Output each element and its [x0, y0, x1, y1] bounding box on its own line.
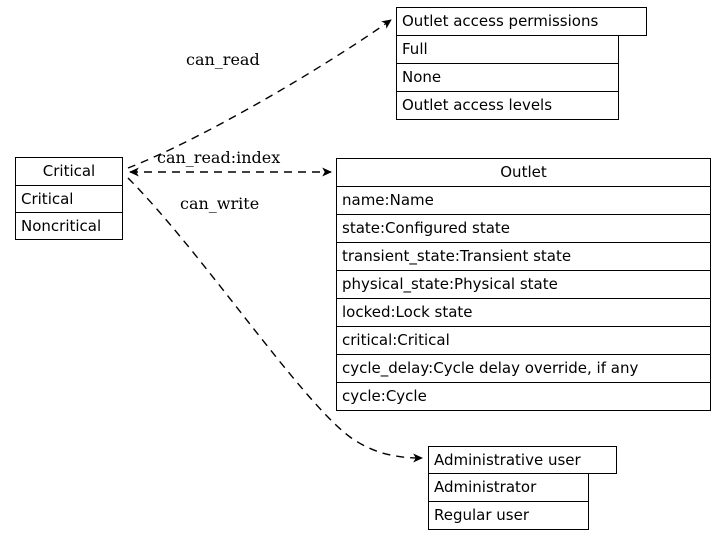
edge-label-can-write: can_write — [180, 194, 260, 213]
edge-label-can-read: can_read — [186, 50, 260, 69]
class-row: state:Configured state — [336, 214, 711, 243]
class-row: cycle:Cycle — [336, 382, 711, 411]
class-title-administrative-user: Administrative user — [428, 446, 617, 474]
class-row: locked:Lock state — [336, 298, 711, 327]
class-row: Outlet access levels — [396, 91, 619, 120]
class-title-outlet: Outlet — [336, 158, 711, 187]
class-row: transient_state:Transient state — [336, 242, 711, 271]
class-row: cycle_delay:Cycle delay override, if any — [336, 354, 711, 383]
class-row: critical:Critical — [336, 326, 711, 355]
class-title-outlet-access-permissions: Outlet access permissions — [396, 7, 647, 36]
edge-label-can-read-index: can_read:index — [157, 148, 281, 167]
class-row: Regular user — [428, 501, 589, 530]
class-row: physical_state:Physical state — [336, 270, 711, 299]
edge-can-read — [127, 19, 392, 169]
class-row: Administrator — [428, 473, 589, 502]
class-title-critical: Critical — [15, 157, 123, 186]
class-row: Noncritical — [15, 212, 123, 240]
class-row: Critical — [15, 185, 123, 213]
class-row: None — [396, 63, 619, 92]
class-row: name:Name — [336, 186, 711, 215]
class-row: Full — [396, 35, 619, 64]
